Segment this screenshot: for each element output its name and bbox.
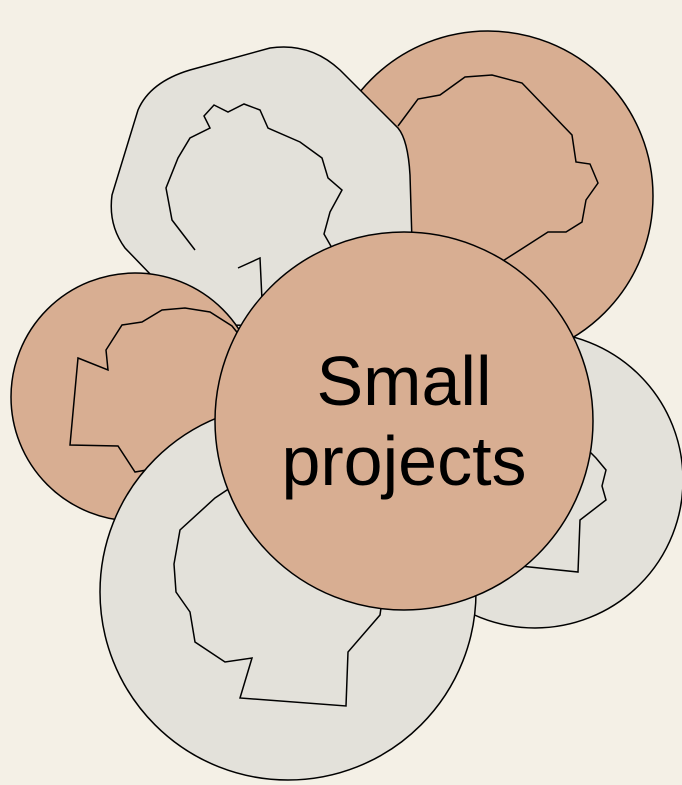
coin-center	[214, 231, 594, 611]
